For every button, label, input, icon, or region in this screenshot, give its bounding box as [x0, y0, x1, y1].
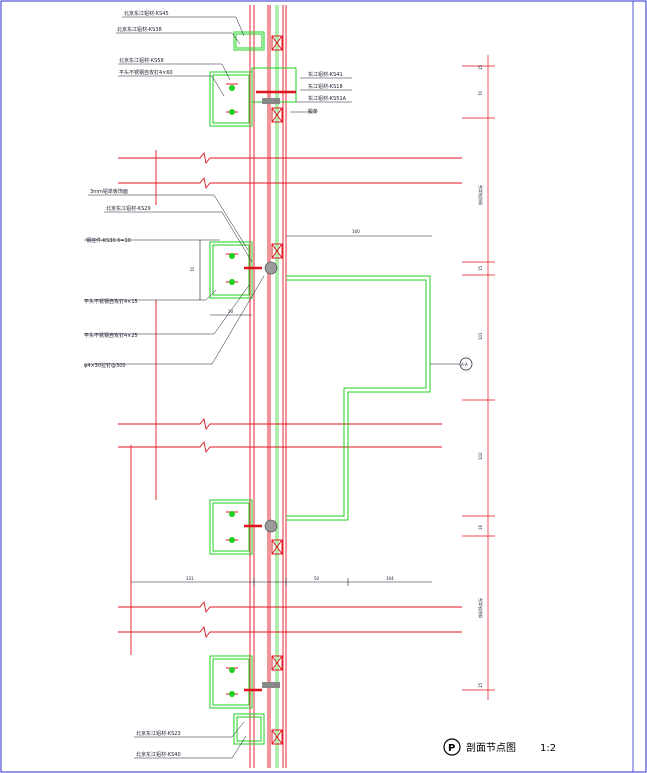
label-ks40: 北京东江铝材-KS40 [136, 751, 181, 758]
dim-50: 50 [314, 576, 320, 581]
dim-30: 30 [228, 309, 234, 314]
callout-labels: 北京东江铝材-KS45 北京东江铝材-KS38 北京东江铝材-KS58 平头不锈… [84, 10, 347, 758]
dimension-chain [462, 55, 495, 700]
label-ks45: 北京东江铝材-KS45 [124, 10, 169, 17]
label-gasket: 胶条 [308, 108, 318, 115]
dim-bot: 15 [478, 682, 483, 688]
section-badge-icon [443, 738, 461, 756]
label-ks38: 北京东江铝材-KS38 [117, 26, 162, 33]
middle-dims [199, 235, 432, 316]
section-tag: A-A [461, 362, 468, 367]
middle-node-lower [209, 499, 283, 555]
leader-lines [84, 16, 352, 759]
dim-top1: 15 [478, 64, 483, 70]
dim-131: 131 [186, 576, 194, 581]
label-steel-hanger: 钢挂件-KS30 δ=10 [86, 237, 131, 244]
dim-site2: 按现场实际 [477, 598, 483, 618]
label-ks29: 北京东江铝材-KS29 [106, 205, 151, 212]
label-screw-15: 平头不锈钢自攻钉4×15 [84, 298, 138, 305]
label-screw-25: 平头不锈钢自攻钉4×25 [84, 332, 138, 339]
dimension-texts-right: 15 70 按现场实际 15 101 102 16 按现场实际 15 [477, 64, 483, 688]
top-node [209, 31, 297, 127]
dim-160: 160 [352, 229, 360, 234]
dim-top2: 70 [478, 90, 483, 96]
lower-dims [131, 578, 432, 586]
label-ks23: 北京东江铝材-KS23 [136, 730, 181, 737]
dim-site1: 按现场实际 [477, 185, 483, 205]
dim-101: 101 [478, 332, 483, 340]
label-rivet: φ4×30拉钉@300 [84, 362, 126, 369]
dim-16: 16 [478, 524, 483, 530]
label-screw-60: 平头不锈钢自攻钉4×60 [119, 69, 173, 76]
drawing-scale: 1:2 [540, 743, 556, 754]
dim-104: 104 [386, 576, 394, 581]
bottom-node [209, 655, 283, 745]
badge-letter: P [448, 743, 455, 754]
label-ks18: 东江铝材-KS18 [308, 83, 343, 90]
dim-70: 70 [190, 266, 195, 272]
label-panel: 3mm铝单板饰面 [90, 188, 128, 195]
label-ks58: 北京东江铝材-KS58 [119, 57, 164, 64]
break-lines [118, 151, 462, 639]
drawing-title: 剖面节点图 [466, 741, 516, 754]
dim-15a: 15 [478, 265, 483, 271]
label-ks51a: 东江铝材-KS51A [308, 95, 347, 102]
label-ks41: 东江铝材-KS41 [308, 71, 343, 78]
middle-node-upper: A-A [209, 241, 473, 521]
title-block: P 剖面节点图 1:2 [443, 738, 556, 756]
dim-102: 102 [478, 452, 483, 460]
mullion-lines [130, 5, 287, 768]
